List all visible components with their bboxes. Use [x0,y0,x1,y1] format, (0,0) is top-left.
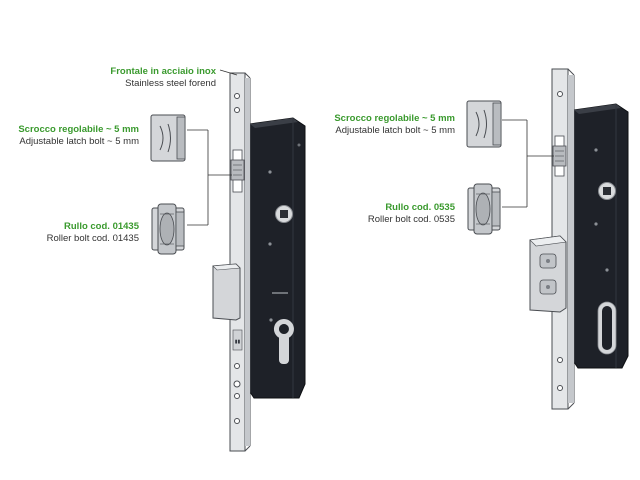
label-latch-right-it: Scrocco regolabile ~ 5 mm [334,113,455,124]
label-latch-left-it: Scrocco regolabile ~ 5 mm [18,124,139,135]
left-leader-lines [187,69,238,226]
right-latch-bolt-part [466,100,502,148]
label-latch-left-en: Adjustable latch bolt ~ 5 mm [19,136,139,147]
label-forend-it: Frontale in acciaio inox [110,66,216,77]
label-latch-right: Scrocco regolabile ~ 5 mm Adjustable lat… [334,113,455,137]
left-roller-bolt-part [151,203,185,255]
label-roller-left: Rullo cod. 01435 Roller bolt cod. 01435 [47,221,139,245]
right-deadbolt [529,235,567,313]
left-latch-bolt-part [150,114,186,162]
label-forend: Frontale in acciaio inox Stainless steel… [110,66,216,90]
left-lock-body [249,117,306,399]
label-latch-right-en: Adjustable latch bolt ~ 5 mm [335,125,455,136]
right-lock-body [573,103,629,369]
svg-text:▮▮: ▮▮ [235,339,241,345]
right-roller-bolt-part [467,183,501,235]
label-roller-left-en: Roller bolt cod. 01435 [46,233,139,244]
left-forend-plate: ▮▮ [229,72,251,452]
left-lock: ▮▮ [212,72,306,452]
label-forend-en: Stainless steel forend [125,78,216,89]
label-roller-right-it: Rullo cod. 0535 [385,202,455,213]
label-latch-left: Scrocco regolabile ~ 5 mm Adjustable lat… [18,124,139,148]
label-roller-left-it: Rullo cod. 01435 [64,221,139,232]
left-deadbolt [212,263,241,321]
right-leader-lines [502,119,554,208]
label-roller-right-en: Roller bolt cod. 0535 [367,214,455,225]
label-roller-right: Rullo cod. 0535 Roller bolt cod. 0535 [368,202,455,226]
right-lock [529,68,629,410]
